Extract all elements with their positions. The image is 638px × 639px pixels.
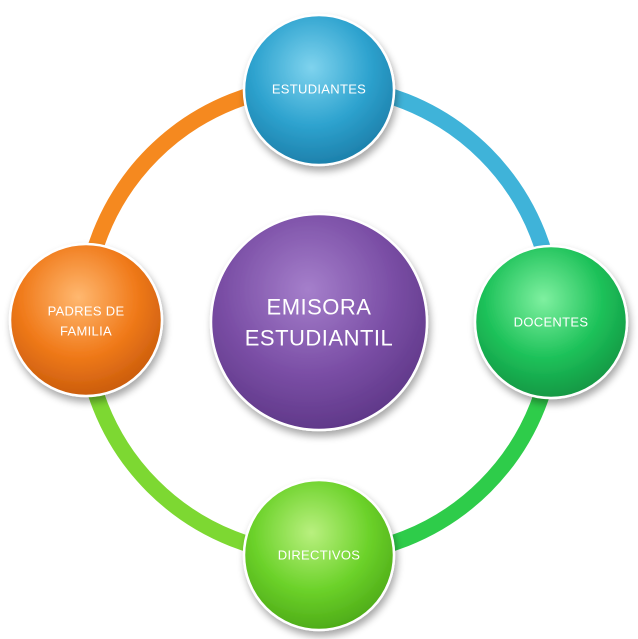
center-label-line2: ESTUDIANTIL (245, 326, 394, 351)
node-docentes (473, 244, 629, 400)
node-estudiantes (242, 13, 396, 167)
center-label-line1: EMISORA (267, 295, 372, 320)
node-padres-de-familia (8, 242, 164, 398)
center-node (209, 212, 429, 432)
node-estudiantes-label: ESTUDIANTES (272, 82, 366, 97)
node-padres-label-line2: FAMILIA (60, 324, 112, 339)
node-docentes-label: DOCENTES (514, 315, 589, 330)
node-padres-label-line1: PADRES DE (48, 304, 125, 319)
node-directivos (242, 478, 396, 632)
node-directivos-label: DIRECTIVOS (278, 548, 360, 563)
